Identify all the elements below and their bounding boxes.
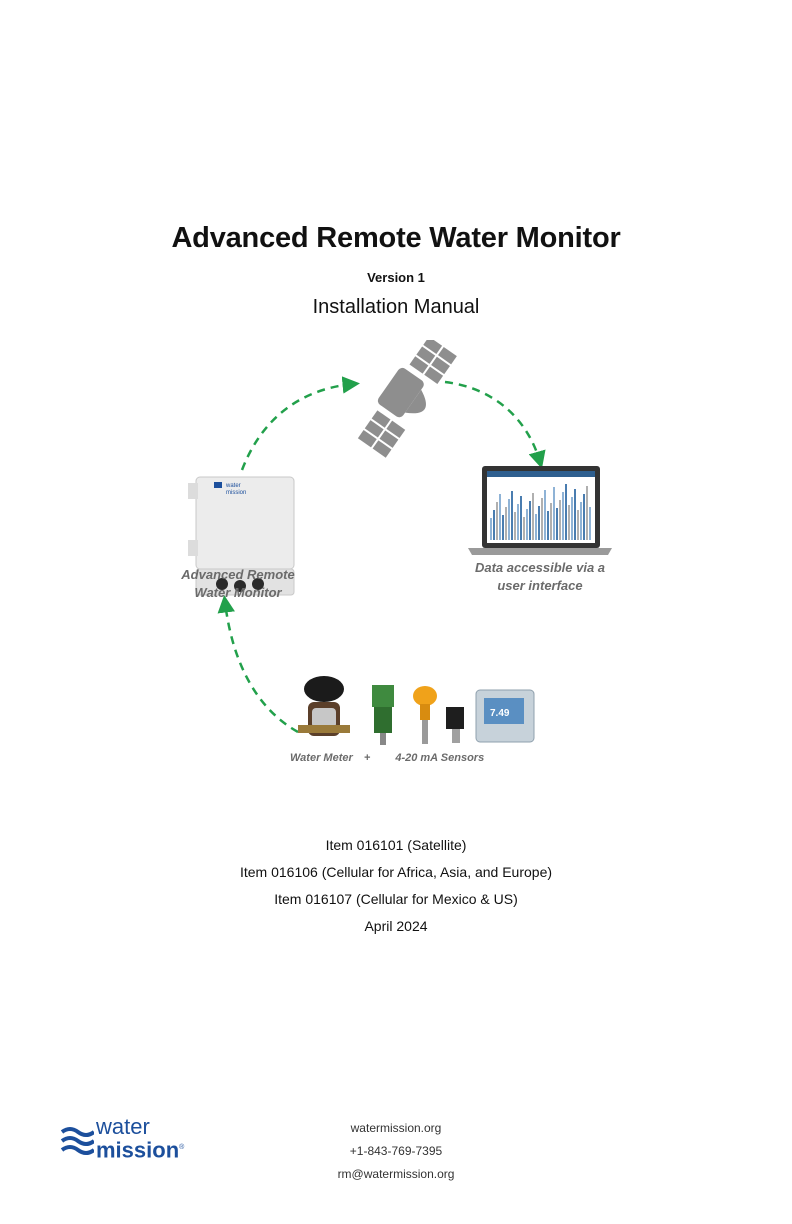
sensors-caption-plus: + (363, 752, 371, 764)
laptop-caption: Data accessible via a user interface (460, 559, 620, 595)
system-diagram: water mission (170, 336, 630, 780)
monitor-logo-text: water (225, 483, 241, 489)
laptop-screen-bar (523, 517, 525, 540)
laptop-screen-bar (508, 499, 510, 540)
laptop-screen-chart (490, 484, 591, 540)
controller-display-value: 7.49 (490, 708, 510, 719)
laptop-screen-bar (553, 487, 555, 540)
logo-line1: water (96, 1114, 150, 1139)
logo-line2: mission (96, 1137, 180, 1163)
laptop-screen-bar (529, 501, 531, 540)
laptop-screen-bar (565, 484, 567, 540)
document-title: Advanced Remote Water Monitor (171, 222, 621, 254)
sensors-caption-meter: Water Meter (290, 752, 353, 764)
publication-date: April 2024 (364, 918, 428, 934)
footer-email[interactable]: rm@watermission.org (337, 1167, 455, 1181)
item-list: Item 016101 (Satellite) Item 016106 (Cel… (0, 832, 792, 940)
laptop-screen-bar (517, 504, 519, 540)
document-subtitle: Installation Manual (312, 296, 480, 318)
footer-contact: watermission.org +1-843-769-7395 rm@wate… (0, 1117, 792, 1186)
sensors-caption: Water Meter + 4-20 mA Sensors (290, 749, 510, 767)
laptop-screen-bar (556, 508, 558, 540)
laptop-screen-bar (568, 505, 570, 540)
laptop-caption-line1: Data accessible via a (474, 560, 606, 575)
satellite-icon (357, 336, 457, 458)
laptop-screen-bar (532, 493, 534, 540)
laptop-screen-bar (538, 506, 540, 540)
laptop-screen-bar (520, 496, 522, 540)
sensors-caption-sensors: 4-20 mA Sensors (395, 752, 485, 764)
logo-text: water mission® (96, 1114, 185, 1163)
laptop-screen-bar (541, 498, 543, 540)
water-mission-logo: water mission® (60, 1116, 200, 1164)
laptop-screen-bar (571, 497, 573, 540)
arrow-sensors-to-monitor (217, 595, 299, 734)
laptop-caption-line2: user interface (497, 578, 583, 593)
item-cellular-africa-asia-europe: Item 016106 (Cellular for Africa, Asia, … (239, 864, 553, 880)
sensors-image: 7.49 (298, 676, 535, 745)
laptop-screen-bar (535, 514, 537, 540)
laptop-screen-bar (526, 509, 528, 540)
monitor-caption-line1: Advanced Remote (181, 567, 295, 582)
laptop-screen-bar (499, 494, 501, 540)
laptop-screen-bar (559, 500, 561, 540)
laptop-screen-bar (502, 515, 504, 540)
laptop-screen-bar (589, 507, 591, 540)
waves-icon (60, 1127, 94, 1155)
laptop-screen-bar (511, 491, 513, 540)
footer-website[interactable]: watermission.org (350, 1121, 442, 1135)
item-cellular-mexico-us: Item 016107 (Cellular for Mexico & US) (274, 891, 518, 907)
laptop-image (468, 466, 612, 555)
monitor-caption: Advanced Remote Water Monitor (170, 566, 306, 602)
laptop-screen-bar (490, 518, 492, 540)
footer-phone: +1-843-769-7395 (349, 1144, 443, 1158)
laptop-screen-bar (547, 511, 549, 540)
laptop-screen-bar (562, 492, 564, 540)
diagram-graphic: water mission (188, 336, 612, 745)
item-satellite: Item 016101 (Satellite) (325, 837, 467, 853)
monitor-logo-text-2: mission (226, 490, 246, 496)
laptop-screen-bar (586, 486, 588, 540)
arrow-monitor-to-satellite (240, 376, 360, 471)
arrow-satellite-to-laptop (444, 380, 546, 469)
laptop-screen-bar (544, 490, 546, 540)
laptop-screen-bar (493, 510, 495, 540)
laptop-screen-bar (577, 510, 579, 540)
laptop-screen-bar (505, 507, 507, 540)
version-label: Version 1 (367, 270, 425, 285)
laptop-screen-bar (496, 502, 498, 540)
monitor-device-image: water mission (188, 476, 295, 596)
monitor-caption-line2: Water Monitor (194, 585, 282, 600)
logo-registered-mark: ® (179, 1144, 185, 1151)
laptop-screen-bar (583, 494, 585, 540)
laptop-screen-bar (550, 503, 552, 540)
laptop-screen-bar (580, 502, 582, 540)
laptop-screen-bar (514, 512, 516, 540)
laptop-screen-bar (574, 489, 576, 540)
